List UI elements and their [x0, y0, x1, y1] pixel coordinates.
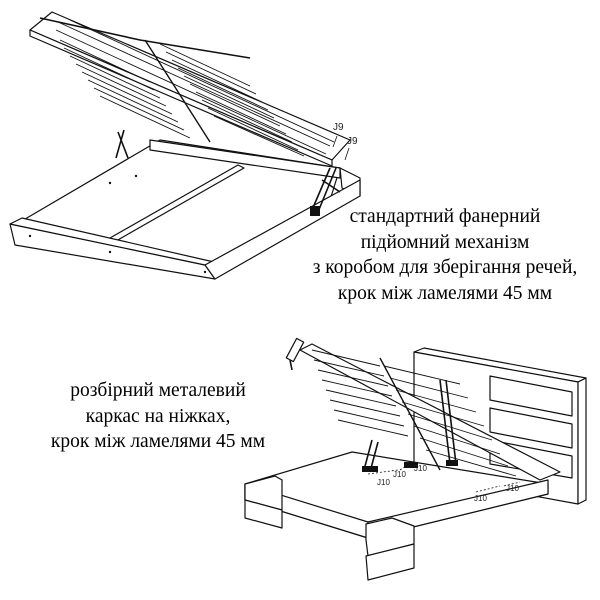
bottom-legs — [244, 475, 415, 581]
top-slat-frame — [29, 11, 351, 167]
bottom-caption-line: розбірний металевий — [70, 380, 246, 401]
top-caption-line: з коробом для зберігання речей, — [312, 257, 578, 278]
part-label-j10: J10 — [377, 478, 390, 487]
bottom-caption-line: крок між ламелями 45 мм — [50, 431, 266, 452]
top-caption-line: стандартний фанерний — [349, 206, 541, 227]
bottom-lift-mechanism — [362, 379, 458, 473]
part-label-j9: J9 — [347, 136, 358, 147]
bottom-caption-line: каркас на ніжках, — [85, 405, 231, 427]
bottom-bed-drawing — [244, 337, 587, 581]
part-label-j9: J9 — [333, 122, 344, 133]
top-caption-line: крок між ламелями 45 мм — [337, 282, 553, 304]
bottom-caption: розбірний металевий каркас на ніжках, кр… — [8, 378, 308, 455]
part-label-j10: J10 — [474, 494, 487, 503]
part-label-j10: J10 — [506, 484, 519, 493]
part-label-j10: J10 — [393, 470, 406, 479]
part-label-j10: J10 — [414, 464, 427, 473]
top-bed-drawing — [9, 11, 361, 280]
top-box-back-wall — [149, 139, 341, 179]
bottom-slat-frame — [285, 337, 561, 481]
top-caption: стандартний фанерний підйомний механізм … — [290, 204, 600, 306]
top-lift-mechanism — [115, 129, 341, 216]
top-caption-line: підйомний механізм — [360, 231, 530, 253]
